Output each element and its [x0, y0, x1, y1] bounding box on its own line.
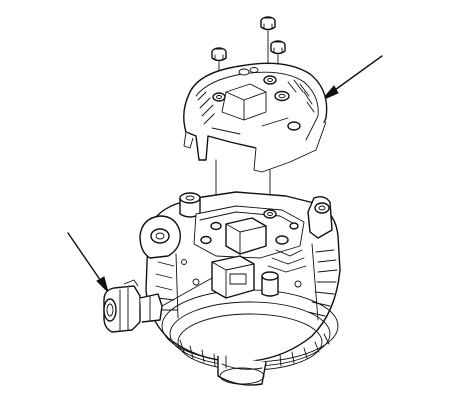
cover-nut-right — [270, 40, 286, 55]
callout-arrow-connector — [67, 232, 109, 294]
cover-nut-middle — [260, 16, 276, 31]
cover-nut-left — [211, 47, 227, 62]
rear-cover — [183, 62, 328, 173]
wire-connector — [103, 277, 213, 333]
alternator-body — [139, 191, 341, 386]
callout-arrow-cover — [321, 55, 383, 101]
